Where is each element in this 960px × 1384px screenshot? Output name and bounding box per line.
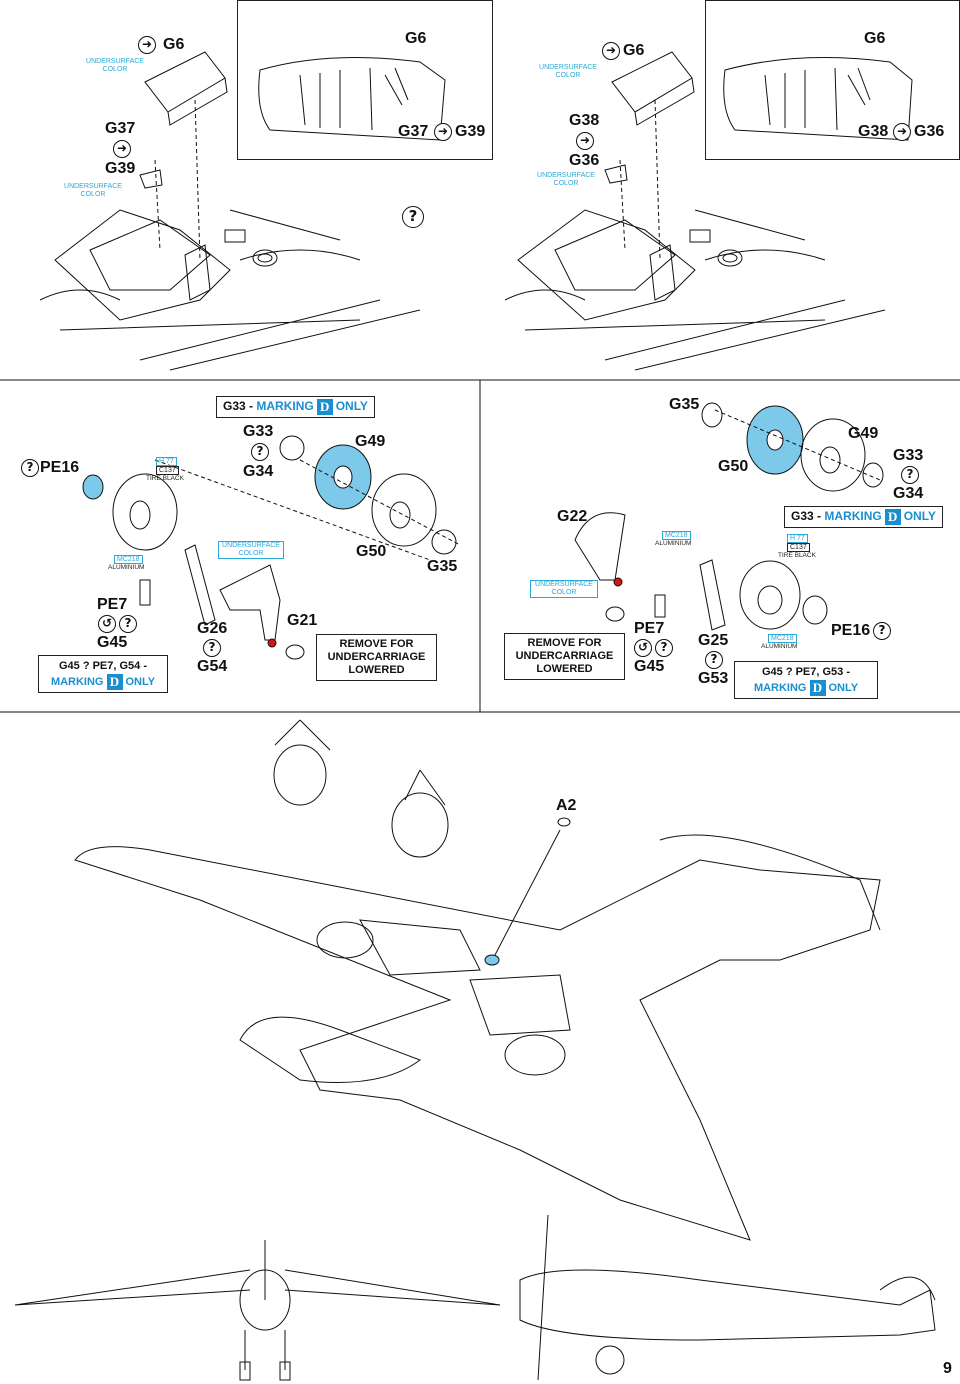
part-g37-label: G37 — [105, 120, 136, 137]
inset-g36-label: G36 — [914, 123, 945, 140]
part-g50-label-b: G50 — [718, 458, 749, 475]
part-g39-label: G39 — [105, 160, 136, 177]
part-g38-label: G38 — [569, 112, 600, 129]
paint-tire-black-b: TIRE BLACK — [778, 552, 816, 559]
arrow-circle-icon: ➜ — [113, 140, 131, 158]
question-icon: ? — [402, 206, 424, 228]
part-g25-label: G25 — [698, 632, 729, 649]
paint-mc218: MC218 — [114, 555, 143, 564]
part-g33-label: G33 — [243, 423, 274, 440]
question-icon: ? — [901, 466, 919, 484]
part-pe7-label-b: PE7 — [634, 620, 665, 637]
paint-h77: H 77 — [156, 457, 177, 466]
part-a2-label: A2 — [556, 797, 577, 814]
inset-g6-label: G6 — [405, 30, 427, 47]
part-g34-label-b: G34 — [893, 485, 924, 502]
paint-tire-black: TIRE BLACK — [146, 475, 184, 482]
arrow-circle-icon: ➜ — [138, 36, 156, 54]
part-g26-label: G26 — [197, 620, 228, 637]
part-g53-label: G53 — [698, 670, 729, 687]
part-g35-label: G35 — [427, 558, 458, 575]
part-g45-label-b: G45 — [634, 658, 665, 675]
paint-mc218-c: MC218 — [768, 634, 797, 643]
inset-g39-label: G39 — [455, 123, 486, 140]
paint-aluminium-b: ALUMINIUM — [655, 540, 692, 547]
part-g22-label: G22 — [557, 508, 588, 525]
question-icon: ? — [705, 651, 723, 669]
arrow-circle-icon: ➜ — [602, 42, 620, 60]
question-icon: ? — [873, 622, 891, 640]
part-g33-label-b: G33 — [893, 447, 924, 464]
part-pe16-label: PE16 — [40, 459, 80, 476]
bend-icon: ↺ — [634, 639, 652, 657]
paint-mc218-b: MC218 — [662, 531, 691, 540]
question-icon: ? — [251, 443, 269, 461]
part-g6-label-b: G6 — [623, 42, 645, 59]
question-icon: ? — [203, 639, 221, 657]
part-g6-label: G6 — [163, 36, 185, 53]
bend-icon: ↺ — [98, 615, 116, 633]
part-g49-label: G49 — [355, 433, 386, 450]
paint-c137: C137 — [156, 466, 179, 475]
question-icon: ? — [655, 639, 673, 657]
question-icon: ? — [119, 615, 137, 633]
part-g36-label: G36 — [569, 152, 600, 169]
arrow-circle-icon: ➜ — [576, 132, 594, 150]
inset-g37-label: G37 — [398, 123, 429, 140]
part-pe16-label-b: PE16 — [831, 622, 871, 639]
part-g54-label: G54 — [197, 658, 228, 675]
paint-c137-b: C137 — [787, 543, 810, 552]
paint-h77-b: H 77 — [787, 534, 808, 543]
part-g45-label: G45 — [97, 634, 128, 651]
part-g21-label: G21 — [287, 612, 318, 629]
arrow-circle-icon: ➜ — [434, 123, 452, 141]
inset-g6-label-b: G6 — [864, 30, 886, 47]
part-g49-label-b: G49 — [848, 425, 879, 442]
page-number: 9 — [943, 1360, 952, 1377]
question-icon: ? — [21, 459, 39, 477]
paint-aluminium: ALUMINIUM — [108, 564, 145, 571]
part-g34-label: G34 — [243, 463, 274, 480]
part-g50-label: G50 — [356, 543, 387, 560]
inset-g38-label: G38 — [858, 123, 889, 140]
part-pe7-label: PE7 — [97, 596, 128, 613]
arrow-circle-icon: ➜ — [893, 123, 911, 141]
part-g35-label-b: G35 — [669, 396, 700, 413]
paint-aluminium-c: ALUMINIUM — [761, 643, 798, 650]
